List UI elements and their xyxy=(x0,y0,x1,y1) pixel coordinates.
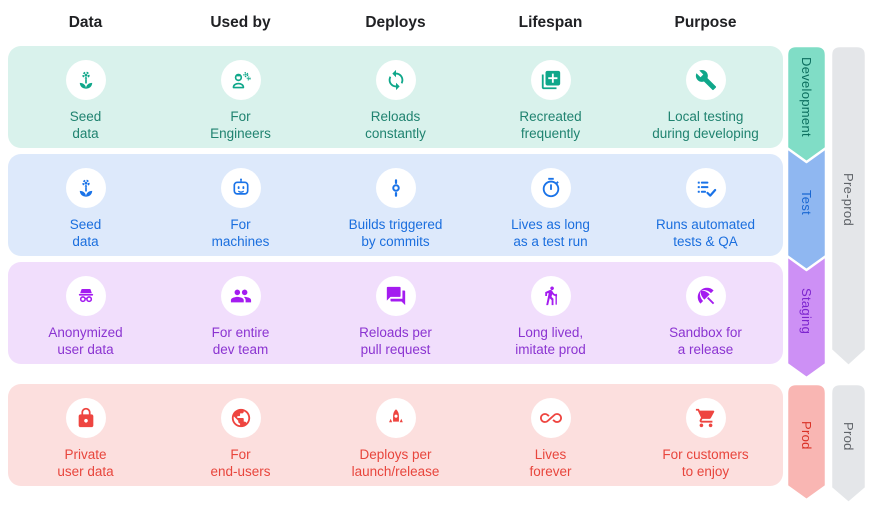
cell-prod-deploys: Deploys per launch/release xyxy=(318,384,473,486)
cell-label: For end-users xyxy=(210,447,271,479)
icon-circle xyxy=(375,276,416,316)
icon-circle xyxy=(530,168,571,208)
seed-icon xyxy=(75,177,97,199)
cell-label: For machines xyxy=(211,217,270,249)
cell-label: Private user data xyxy=(57,447,114,479)
infinity-icon xyxy=(540,407,562,429)
hiking-icon xyxy=(540,285,562,307)
commit-icon xyxy=(385,177,407,199)
cell-label: Recreated frequently xyxy=(519,109,582,141)
cell-staging-purpose: Sandbox for a release xyxy=(628,262,783,364)
cell-label: Lives as long as a test run xyxy=(511,217,590,249)
seed-icon xyxy=(75,69,97,91)
engineer-icon xyxy=(230,69,252,91)
column-header-purpose: Purpose xyxy=(674,14,737,31)
cell-label: Reloads constantly xyxy=(365,109,426,141)
icon-circle xyxy=(375,168,416,208)
cell-development-deploys: Reloads constantly xyxy=(318,46,473,148)
incognito-icon xyxy=(75,285,97,307)
cell-label: For Engineers xyxy=(210,109,271,141)
cell-prod-data: Private user data xyxy=(8,384,163,486)
umbrella-icon xyxy=(695,285,717,307)
column-header-data: Data xyxy=(68,14,103,31)
cell-test-lifespan: Lives as long as a test run xyxy=(473,154,628,256)
copy-add-icon xyxy=(540,69,562,91)
cell-prod-purpose: For customers to enjoy xyxy=(628,384,783,486)
cell-development-lifespan: Recreated frequently xyxy=(473,46,628,148)
icon-circle xyxy=(375,60,416,100)
rocket-icon xyxy=(385,407,407,429)
checklist-icon xyxy=(695,177,717,199)
row-test: Seed data For machines Builds triggered … xyxy=(8,154,783,256)
lock-icon xyxy=(75,407,97,429)
cell-prod-used-by: For end-users xyxy=(163,384,318,486)
ribbon-prodgroup-label: Prod xyxy=(841,421,856,451)
ribbon-test-label: Test xyxy=(799,190,814,216)
column-header-used-by: Used by xyxy=(210,14,271,31)
cell-label: Anonymized user data xyxy=(48,325,123,357)
icon-circle xyxy=(65,276,106,316)
robot-icon xyxy=(230,177,252,199)
cart-icon xyxy=(695,407,717,429)
forum-icon xyxy=(385,285,407,307)
icon-circle xyxy=(65,168,106,208)
wrench-icon xyxy=(695,69,717,91)
ribbon-prod-label: Prod xyxy=(799,420,814,450)
cell-label: Runs automated tests & QA xyxy=(655,217,756,249)
group-icon xyxy=(230,285,252,307)
cell-label: Reloads per pull request xyxy=(359,325,432,357)
cell-label: Builds triggered by commits xyxy=(348,217,443,249)
cell-staging-data: Anonymized user data xyxy=(8,262,163,364)
cell-prod-lifespan: Lives forever xyxy=(473,384,628,486)
cell-label: Seed data xyxy=(69,217,102,249)
cell-label: Deploys per launch/release xyxy=(351,447,440,479)
cell-label: For customers to enjoy xyxy=(662,447,749,479)
sync-icon xyxy=(385,69,407,91)
icon-circle xyxy=(220,276,261,316)
icon-circle xyxy=(220,168,261,208)
icon-circle xyxy=(65,398,106,438)
cell-label: For entire dev team xyxy=(211,325,270,357)
timer-icon xyxy=(540,177,562,199)
icon-circle xyxy=(685,168,726,208)
column-header-deploys: Deploys xyxy=(365,14,426,31)
row-prod: Private user data For end-users Deploys … xyxy=(8,384,783,486)
cell-label: Sandbox for a release xyxy=(669,325,742,357)
icon-circle xyxy=(65,60,106,100)
icon-circle xyxy=(530,398,571,438)
row-staging: Anonymized user data For entire dev team… xyxy=(8,262,783,364)
icon-circle xyxy=(530,276,571,316)
icon-circle xyxy=(220,398,261,438)
cell-test-purpose: Runs automated tests & QA xyxy=(628,154,783,256)
cell-staging-lifespan: Long lived, imitate prod xyxy=(473,262,628,364)
row-development: Seed data For Engineers Reloads constant… xyxy=(8,46,783,148)
ribbon-staging-label: Staging xyxy=(799,287,814,335)
cell-development-used-by: For Engineers xyxy=(163,46,318,148)
cell-staging-deploys: Reloads per pull request xyxy=(318,262,473,364)
icon-circle xyxy=(685,398,726,438)
ribbon-development-label: Development xyxy=(799,57,814,137)
column-header-lifespan: Lifespan xyxy=(518,14,583,31)
cell-test-used-by: For machines xyxy=(163,154,318,256)
cell-test-data: Seed data xyxy=(8,154,163,256)
cell-development-purpose: Local testing during developing xyxy=(628,46,783,148)
cell-label: Lives forever xyxy=(529,447,572,479)
icon-circle xyxy=(530,60,571,100)
cell-label: Seed data xyxy=(69,109,102,141)
cell-staging-used-by: For entire dev team xyxy=(163,262,318,364)
icon-circle xyxy=(685,60,726,100)
icon-circle xyxy=(220,60,261,100)
ribbon-preprod-label: Pre-prod xyxy=(841,172,856,226)
cell-test-deploys: Builds triggered by commits xyxy=(318,154,473,256)
column-headers: Data Used by Deploys Lifespan Purpose xyxy=(8,14,783,32)
cell-development-data: Seed data xyxy=(8,46,163,148)
icon-circle xyxy=(685,276,726,316)
icon-circle xyxy=(375,398,416,438)
globe-icon xyxy=(230,407,252,429)
cell-label: Long lived, imitate prod xyxy=(515,325,586,357)
cell-label: Local testing during developing xyxy=(652,109,759,141)
